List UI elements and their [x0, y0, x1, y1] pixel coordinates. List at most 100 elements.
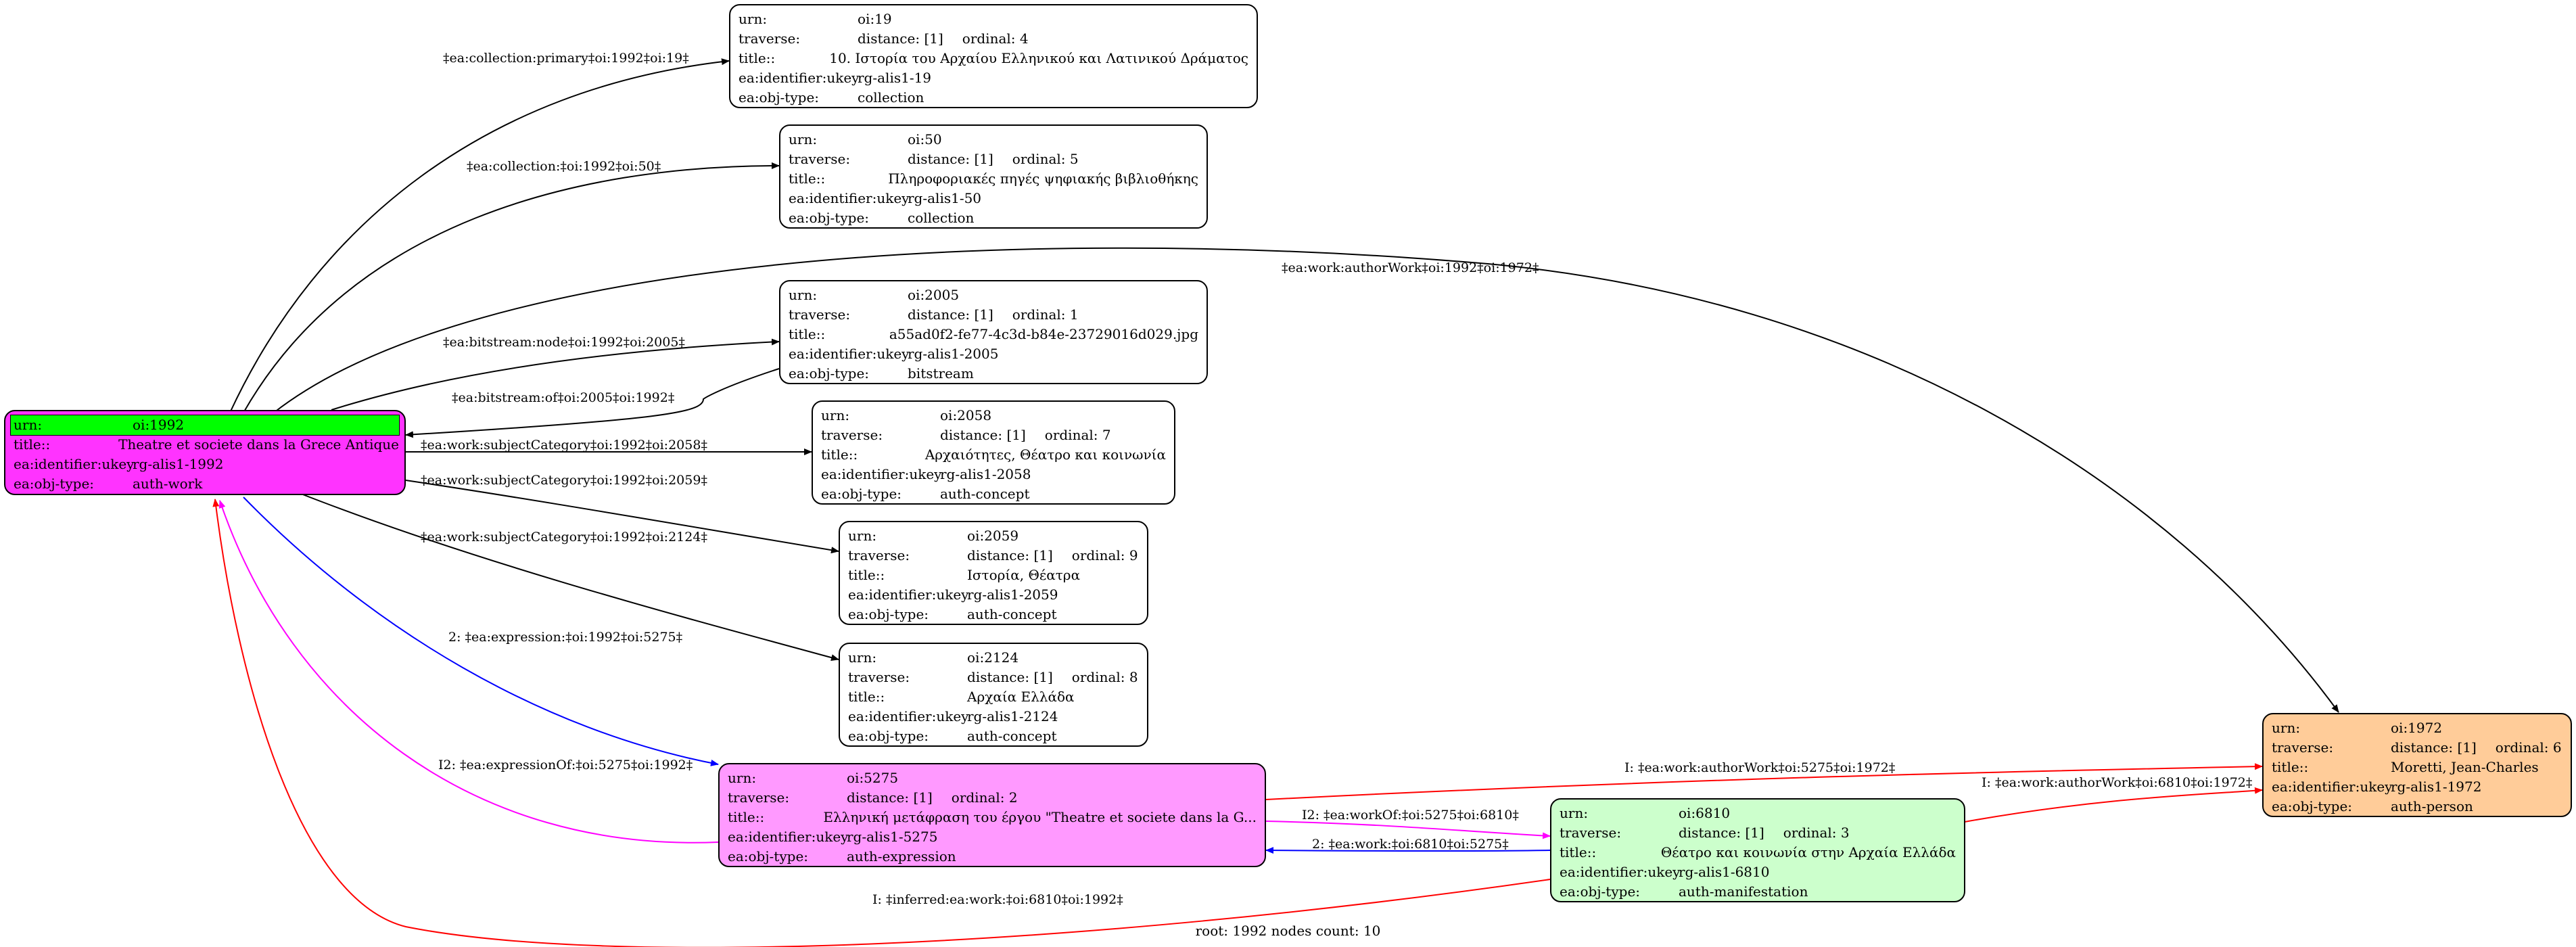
edge-label-author-5275: I: ‡ea:work:authorWork‡oi:5275‡oi:1972‡ — [1624, 760, 1895, 775]
value-urn: oi:19 — [858, 11, 892, 27]
edge-inferred-work-1992 — [212, 499, 1551, 947]
key-type: ea:obj-type: — [14, 476, 95, 492]
node-row-traverse: traverse:distance: [1]ordinal: 1 — [789, 305, 1198, 325]
node-row-type: ea:obj-type: auth-work — [11, 474, 399, 494]
value-title: Ιστορία, Θέατρα — [967, 567, 1081, 583]
key-title: title:: — [739, 50, 776, 66]
node-oi-6810[interactable]: urn:oi:6810 traverse:distance: [1]ordina… — [1550, 798, 1965, 902]
node-row-urn: urn:oi:6810 — [1560, 804, 1956, 823]
value-ukey: rg-alis1-50 — [908, 190, 982, 206]
node-oi-1972[interactable]: urn:oi:1972 traverse:distance: [1]ordina… — [2262, 713, 2572, 817]
value-title: Theatre et societe dans la Grece Antique — [118, 436, 399, 453]
node-oi-19[interactable]: urn:oi:19 traverse:distance: [1]ordinal:… — [729, 4, 1258, 108]
edge-label-subject-2059: ‡ea:work:subjectCategory‡oi:1992‡oi:2059… — [421, 473, 707, 488]
key-title: title:: — [789, 170, 826, 187]
node-oi-1992[interactable]: urn: oi:1992 title:: Theatre et societe … — [4, 410, 406, 495]
key-urn: urn: — [728, 770, 757, 786]
edge-label-collection-50: ‡ea:collection:‡oi:1992‡oi:50‡ — [467, 159, 661, 174]
key-urn: urn: — [821, 407, 850, 423]
key-ukey: ea:identifier:ukey — [2272, 779, 2393, 795]
value-type: auth-concept — [940, 486, 1030, 502]
edge-bitstream-node-2005 — [331, 338, 780, 411]
key-urn: urn: — [739, 11, 768, 27]
key-type: ea:obj-type: — [848, 728, 929, 744]
node-row-urn: urn: oi:2005 — [789, 285, 1198, 305]
key-ukey: ea:identifier:ukey — [789, 190, 910, 206]
edge-label-expression-of: I2: ‡ea:expressionOf:‡oi:5275‡oi:1992‡ — [438, 758, 693, 772]
node-row-urn: urn:oi:1972 — [2272, 718, 2562, 738]
node-row-title: title::Πληροφοριακές πηγές ψηφιακής βιβλ… — [789, 169, 1198, 189]
key-type: ea:obj-type: — [848, 606, 929, 622]
key-title: title:: — [14, 436, 51, 453]
node-row-title: title::Ιστορία, Θέατρα — [848, 565, 1139, 585]
key-title: title:: — [821, 446, 858, 463]
key-type: ea:obj-type: — [739, 89, 820, 106]
value-ordinal: ordinal: 5 — [1012, 151, 1079, 167]
value-title: Αρχαιότητες, Θέατρο και κοινωνία — [924, 446, 1166, 463]
node-oi-2124[interactable]: urn:oi:2124 traverse:distance: [1]ordina… — [839, 643, 1148, 747]
value-ukey: rg-alis1-1992 — [133, 456, 224, 472]
key-ukey: ea:identifier:ukey — [821, 466, 942, 482]
value-ukey: rg-alis1-5275 — [847, 829, 938, 845]
key-traverse: traverse: — [728, 789, 790, 806]
value-urn: oi:1992 — [133, 417, 185, 433]
key-title: title:: — [728, 809, 765, 825]
node-oi-2005[interactable]: urn: oi:2005 traverse:distance: [1]ordina… — [779, 280, 1208, 384]
key-title: title:: — [848, 567, 885, 583]
edge-label-subject-2058: ‡ea:work:subjectCategory‡oi:1992‡oi:2058… — [421, 438, 707, 453]
value-urn: oi:2059 — [967, 528, 1019, 544]
edge-bitstream-of-1992 — [405, 368, 780, 438]
node-row-traverse: traverse:distance: [1]ordinal: 9 — [848, 546, 1139, 565]
value-title: Θέατρο και κοινωνία στην Αρχαία Ελλάδα — [1660, 844, 1956, 860]
value-type: auth-manifestation — [1679, 883, 1808, 900]
node-row-ukey: ea:identifier:ukey rg-alis1-1992 — [11, 455, 399, 474]
key-urn: urn: — [789, 287, 818, 303]
key-urn: urn: — [848, 528, 877, 544]
value-ordinal: ordinal: 9 — [1071, 547, 1138, 563]
edge-label-subject-2124: ‡ea:work:subjectCategory‡oi:1992‡oi:2124… — [421, 530, 707, 545]
edge-work-of-6810 — [1265, 821, 1551, 839]
node-oi-50[interactable]: urn:oi:50 traverse:distance: [1]ordinal:… — [779, 124, 1208, 229]
value-distance: distance: [1] — [1679, 825, 1764, 841]
key-title: title:: — [1560, 844, 1597, 860]
node-row-title: title::Moretti, Jean-Charles — [2272, 758, 2562, 777]
node-oi-5275[interactable]: urn:oi:5275 traverse:distance: [1]ordina… — [718, 763, 1266, 867]
node-row-traverse: traverse:distance: [1]ordinal: 5 — [789, 149, 1198, 169]
value-ordinal: ordinal: 6 — [2495, 739, 2562, 756]
value-ordinal: ordinal: 1 — [1012, 306, 1079, 323]
value-title: Ελληνική μετάφραση του έργου "Theatre et… — [823, 809, 1257, 825]
node-row-type: ea:obj-type:auth-concept — [848, 726, 1139, 746]
key-type: ea:obj-type: — [1560, 883, 1641, 900]
edge-author-5275-1972 — [1265, 763, 2263, 800]
value-ordinal: ordinal: 2 — [951, 789, 1018, 806]
node-row-traverse: traverse:distance: [1]ordinal: 7 — [821, 425, 1166, 445]
value-urn: oi:2005 — [908, 287, 960, 303]
key-urn: urn: — [14, 417, 43, 433]
value-ukey: rg-alis1-19 — [858, 70, 932, 86]
node-row-urn: urn:oi:2124 — [848, 648, 1139, 668]
key-traverse: traverse: — [821, 427, 883, 443]
node-row-urn: urn: oi:2059 — [848, 526, 1139, 546]
value-urn: oi:5275 — [847, 770, 899, 786]
node-oi-2059[interactable]: urn: oi:2059 traverse:distance: [1]ordina… — [839, 521, 1148, 625]
node-oi-2058[interactable]: urn:oi:2058 traverse:distance: [1]ordina… — [812, 400, 1175, 505]
node-row-title: title::a55ad0f2-fe77-4c3d-b84e-23729016d… — [789, 325, 1198, 344]
value-distance: distance: [1] — [908, 151, 993, 167]
node-row-urn: urn:oi:50 — [789, 130, 1198, 149]
key-type: ea:obj-type: — [789, 365, 870, 382]
value-type: auth-person — [2391, 798, 2473, 814]
edge-expression-of-1992 — [218, 500, 719, 844]
value-type: auth-concept — [967, 606, 1057, 622]
node-row-type: ea:obj-type: auth-concept — [848, 605, 1139, 624]
value-ordinal: ordinal: 3 — [1783, 825, 1850, 841]
value-title: 10. Ιστορία του Αρχαίου Ελληνικού και Λα… — [829, 50, 1248, 66]
node-row-traverse: traverse:distance: [1]ordinal: 6 — [2272, 738, 2562, 758]
node-row-type: ea:obj-type:auth-concept — [821, 484, 1166, 504]
node-row-traverse: traverse:distance: [1]ordinal: 3 — [1560, 823, 1956, 843]
value-ordinal: ordinal: 8 — [1071, 669, 1138, 685]
